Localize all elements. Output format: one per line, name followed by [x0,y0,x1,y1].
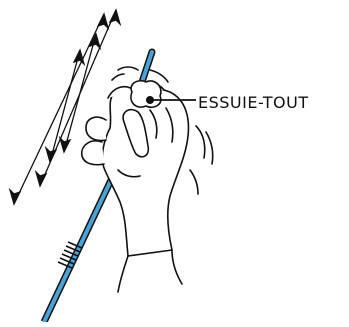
motion-arrows [10,10,120,204]
paper-towel-label: ESSUIE-TOUT [198,93,309,112]
paper-towel [131,81,161,108]
hand [82,84,189,292]
